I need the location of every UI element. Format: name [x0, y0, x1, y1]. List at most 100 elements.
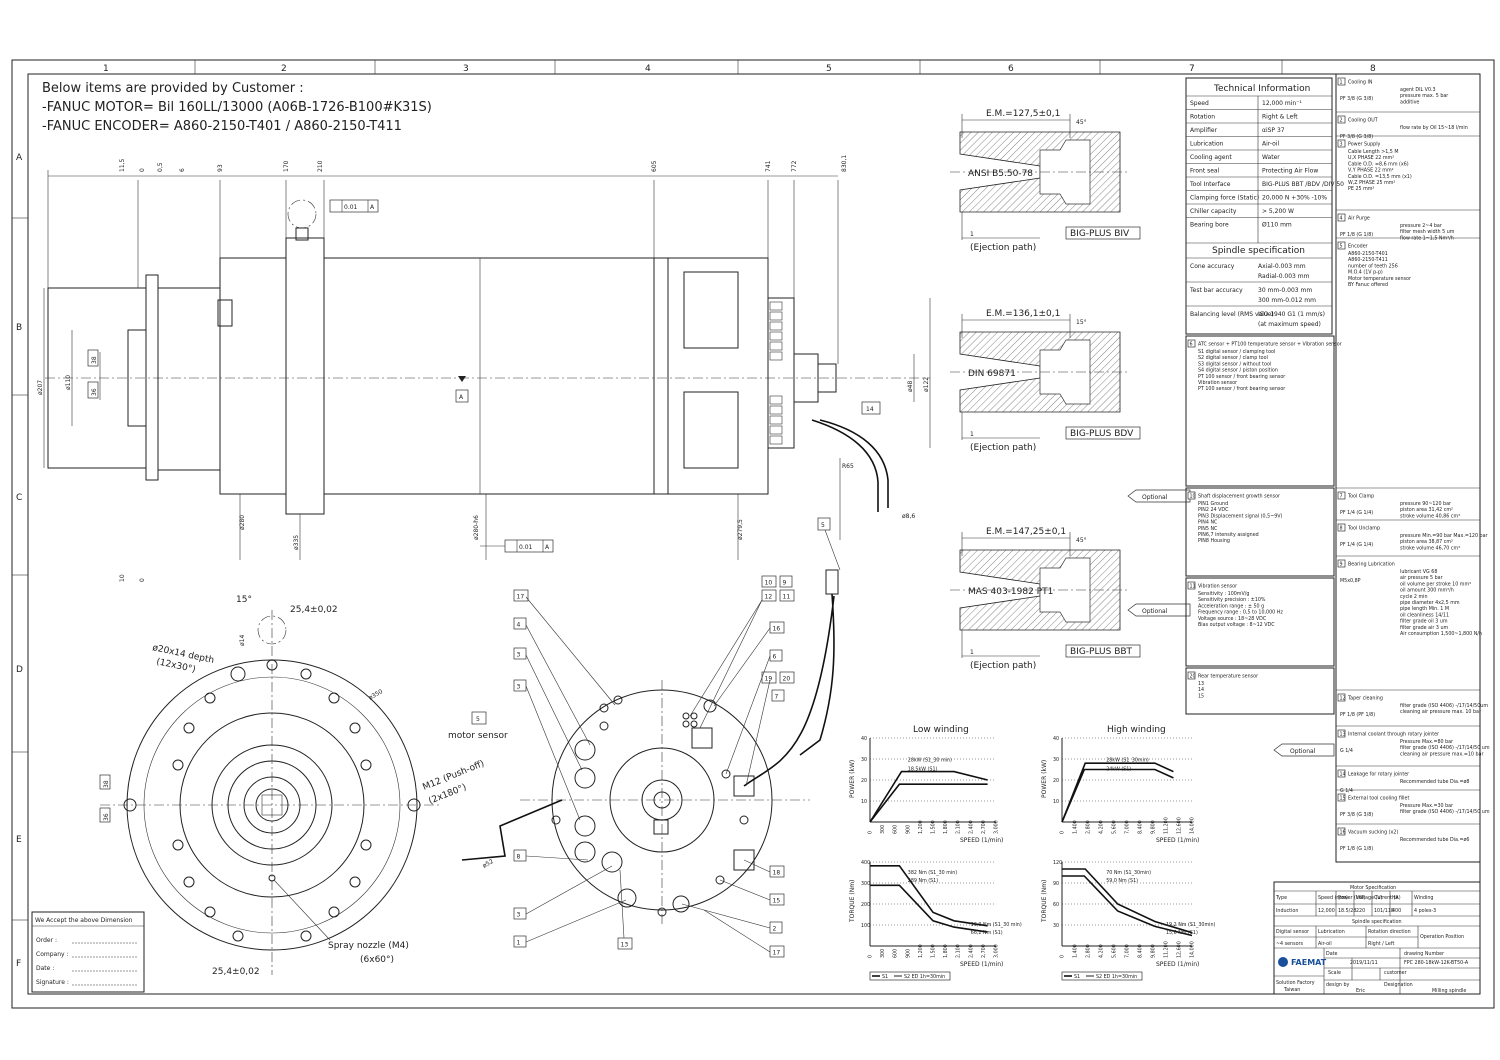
motor-spec-title: Motor Specification [1350, 885, 1396, 891]
chart-x-tick: 12,600 [1177, 817, 1183, 834]
connection-line: agent DIL V0.3 [1400, 87, 1436, 93]
date-label: Date [1326, 951, 1338, 957]
chart-x-tick: 2,800 [1086, 944, 1092, 958]
dim-741: 741 [765, 160, 772, 172]
spindle-row-label: Balancing level (RMS value) [1190, 311, 1274, 318]
callout-number: 2 [773, 926, 777, 933]
chart-series-line [869, 783, 988, 823]
callout-number: 13 [621, 942, 629, 949]
company-name: FAEMAT [1291, 958, 1327, 967]
connection-port: PF 3/8 (G 3/8) [1340, 96, 1373, 102]
chart-x-tick: 5,600 [1112, 944, 1118, 958]
dim-0-bottom: 0 [139, 578, 146, 582]
connection-line: filter grade (ISO 4406) -/17/14/50 um [1400, 809, 1490, 815]
tool-name: DIN 69871 [968, 369, 1016, 379]
designer-value: Eric [1356, 988, 1365, 994]
chart-legend-s1: S1 [882, 974, 888, 980]
sheet-frame: 1 2 3 4 5 6 7 8 A B C D E F [11, 59, 1495, 1009]
connection-line: M.O.4 (1V p-p) [1348, 270, 1383, 276]
connection-line: stroke volume 46,70 cm³ [1400, 545, 1460, 551]
row-label-a: A [16, 153, 23, 163]
connection-num: 11 [1190, 584, 1196, 590]
chart-ylabel: TORQUE (Nm) [1041, 880, 1048, 923]
connection-line: filter grade air 3 um [1400, 625, 1449, 631]
chart-x-tick: 11,200 [1164, 817, 1170, 834]
chart-x-tick: 900 [905, 825, 911, 834]
dim-830-1: 830,1 [841, 155, 848, 172]
tech-row-label: Chiller capacity [1190, 208, 1237, 215]
motor-spec-value: 4 poles-3 [1414, 908, 1436, 914]
callout-number: 7 [775, 694, 779, 701]
chart-title: High winding [1107, 725, 1166, 735]
spindle-row-value-1: 30 mm-0.003 mm [1258, 287, 1312, 294]
dim-d48: ø48 [907, 381, 914, 392]
chart-x-tick: 600 [893, 825, 899, 834]
callout-number: 8 [517, 854, 521, 861]
connection-line: flow rate by Oil 15~18 l/min [1400, 125, 1468, 131]
connection-line: pipe length Min. 1 M [1400, 606, 1449, 612]
tolerance-bottom-value: 0.01 [519, 544, 533, 551]
radius-r65: R65 [842, 463, 854, 470]
chart-x-tick: 1,500 [931, 944, 937, 958]
optional-label-2: Optional [1142, 608, 1168, 615]
spindle-row-value-2: Radial-0.003 mm [1258, 273, 1310, 280]
tech-row-label: Clamping force (Static) [1190, 195, 1259, 202]
chart-y-tick: 10 [1053, 799, 1059, 805]
connection-line: number of teeth 256 [1348, 263, 1398, 269]
col-label-3: 3 [463, 64, 469, 74]
tool-tag-box [1065, 644, 1141, 658]
connection-line: PE 25 mm² [1348, 186, 1374, 192]
tech-row-value: Ø110 mm [1262, 222, 1292, 229]
connection-line: oil cleanliness 14/11 [1400, 612, 1449, 618]
connection-line: Cable O.D. =13,5 mm (x1) [1348, 174, 1412, 180]
drawing-number-value: FPC 280-18kW-12K-BT50-A [1404, 960, 1469, 966]
connection-num: 12 [1340, 696, 1346, 702]
dim-d280: ø280 [239, 515, 246, 530]
connection-line: pressure 2~4 bar [1400, 223, 1442, 229]
callout-box [769, 945, 785, 958]
connection-line: A860-2150-T411 [1348, 257, 1388, 263]
tech-row-value: BIG-PLUS BBT /BDV /DIV 50 [1262, 181, 1344, 188]
drawing-number-label: drawing Number [1404, 951, 1444, 957]
chart-x-tick: 600 [893, 949, 899, 958]
tool-name: MAS 403-1982 PT1 [968, 587, 1053, 597]
connection-num: 3 [1340, 142, 1343, 148]
label-15deg: 15° [236, 595, 252, 605]
chart-x-tick: 300 [880, 825, 886, 834]
callout-box [779, 589, 795, 602]
chart-annotation: 28kW (S1_30 min) [908, 758, 952, 764]
tech-row-label: Rotation [1190, 114, 1215, 121]
chart-x-tick: 3,000 [994, 944, 1000, 958]
callout-box [513, 935, 527, 948]
chart-legend-s2: S2 ED 1h=30min [1096, 974, 1137, 980]
connection-line: filter grade oil 3 um [1400, 619, 1448, 625]
col-label-5: 5 [826, 64, 832, 74]
spindle-row-value-1: Axial-0.003 mm [1258, 263, 1306, 270]
ejection-path: (Ejection path) [970, 243, 1036, 253]
connection-title: Shaft displacement growth sensor [1198, 494, 1280, 500]
connection-num: 8 [1340, 526, 1343, 532]
chart-annotation: 24kW (S1) [1106, 767, 1131, 773]
chart-x-tick: 2,800 [1086, 820, 1092, 834]
ejection-path: (Ejection path) [970, 661, 1036, 671]
factory-name: Solution Factory [1276, 980, 1315, 986]
spindle-side-view: 11,5 0 0,5 6 93 170 210 605 741 772 830,… [37, 155, 931, 756]
connection-line: pressure 90~120 bar [1400, 501, 1451, 507]
chart-legend-s1: S1 [1074, 974, 1080, 980]
chart-x-tick: 7,000 [1125, 820, 1131, 834]
dim-93: 93 [217, 164, 224, 172]
connection-num: 4 [1340, 216, 1343, 222]
tech-row-label: Speed [1190, 100, 1209, 107]
motor-spec-header: Winding [1414, 895, 1433, 901]
tool-em-dim: E.M.=127,5±0,1 [986, 109, 1060, 119]
